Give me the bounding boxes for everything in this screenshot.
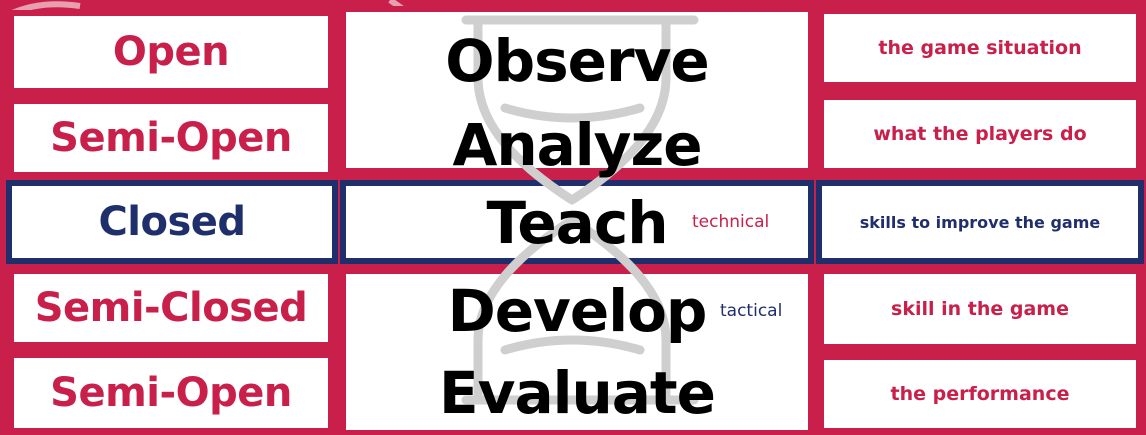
center-box-bottom bbox=[340, 268, 814, 435]
left-cell-closed: Closed bbox=[6, 180, 338, 264]
tag-technical: technical bbox=[692, 212, 770, 232]
right-cell-players-do: what the players do bbox=[818, 94, 1142, 174]
right-label-skill-in-game: skill in the game bbox=[891, 298, 1069, 320]
left-label-semi-open-2: Semi-Open bbox=[50, 370, 292, 416]
right-cell-game-situation: the game situation bbox=[818, 8, 1142, 88]
left-label-semi-open-1: Semi-Open bbox=[50, 115, 292, 161]
center-box-top bbox=[340, 6, 814, 174]
left-cell-open: Open bbox=[8, 10, 334, 94]
left-label-open: Open bbox=[112, 29, 230, 75]
left-cell-semi-open-2: Semi-Open bbox=[8, 352, 334, 434]
right-label-players-do: what the players do bbox=[873, 123, 1087, 145]
word-analyze: Analyze bbox=[452, 111, 702, 179]
left-label-closed: Closed bbox=[98, 199, 246, 245]
right-label-performance: the performance bbox=[890, 383, 1070, 405]
right-cell-performance: the performance bbox=[818, 354, 1142, 434]
word-observe: Observe bbox=[445, 27, 709, 95]
left-label-semi-closed: Semi-Closed bbox=[34, 285, 308, 331]
right-label-skills-improve: skills to improve the game bbox=[859, 212, 1101, 232]
left-cell-semi-closed: Semi-Closed bbox=[8, 268, 334, 348]
tag-tactical: tactical bbox=[720, 301, 783, 321]
word-evaluate: Evaluate bbox=[439, 359, 716, 427]
right-label-game-situation: the game situation bbox=[878, 37, 1082, 59]
word-develop: Develop bbox=[447, 277, 708, 345]
right-cell-skill-in-game: skill in the game bbox=[818, 268, 1142, 350]
right-cell-skills-improve: skills to improve the game bbox=[816, 180, 1144, 264]
left-cell-semi-open-1: Semi-Open bbox=[8, 98, 334, 178]
word-teach: Teach bbox=[486, 189, 668, 257]
